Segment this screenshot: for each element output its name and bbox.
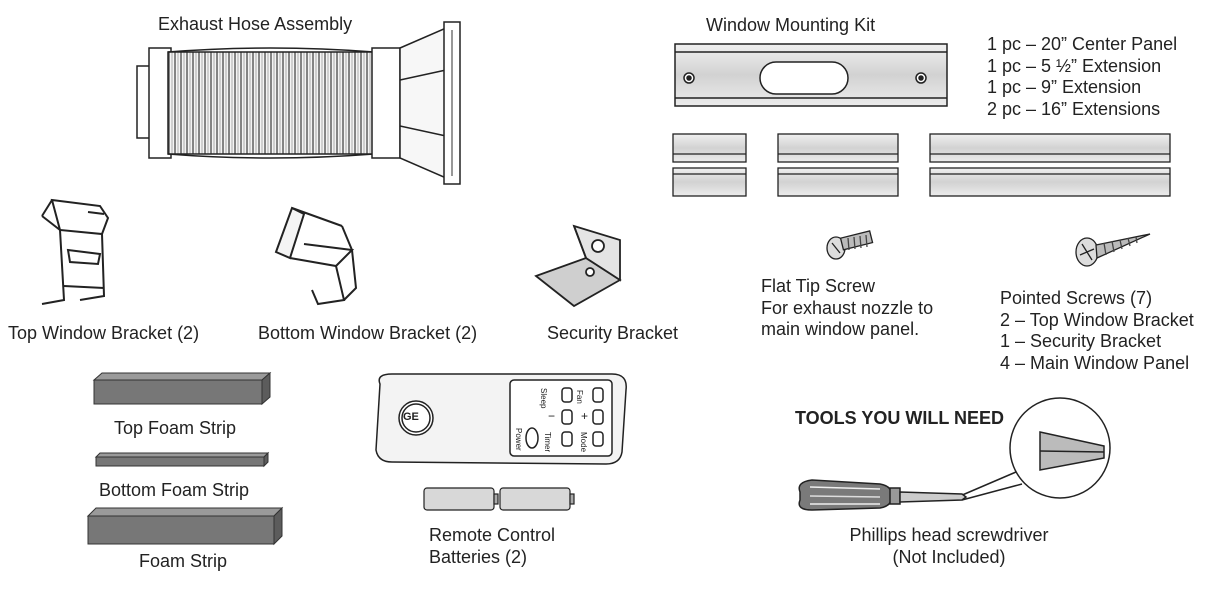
magnifier-drawing xyxy=(959,397,1111,501)
minus-button-label: − xyxy=(548,409,556,423)
kit-contents-list: 1 pc – 20” Center Panel 1 pc – 5 ½” Exte… xyxy=(987,34,1177,120)
bottom-bracket-drawing xyxy=(274,206,358,306)
window-kit-label: Window Mounting Kit xyxy=(706,15,876,35)
bottom-foam-strip-drawing xyxy=(94,451,270,468)
kit-content-item: 1 pc – 20” Center Panel xyxy=(987,34,1178,54)
pointed-screws-caption: Pointed Screws (7) 2 – Top Window Bracke… xyxy=(1000,288,1194,374)
foam-strip-label: Foam Strip xyxy=(139,551,228,571)
flat-tip-screw-drawing xyxy=(826,230,874,260)
pointed-screws-line: 4 – Main Window Panel xyxy=(1000,352,1190,373)
fan-button-label: Fan xyxy=(575,390,584,404)
top-bracket-drawing xyxy=(41,198,110,305)
pointed-screws-line: 1 – Security Bracket xyxy=(1000,331,1162,351)
screwdriver-drawing xyxy=(798,479,968,511)
mode-button-label: Mode xyxy=(579,432,588,453)
flat-screw-desc-line: main window panel. xyxy=(761,319,920,339)
flat-screw-title: Flat Tip Screw xyxy=(761,276,876,296)
exhaust-hose-label: Exhaust Hose Assembly xyxy=(158,14,353,34)
remote-control-drawing xyxy=(375,373,627,465)
screwdriver-note: (Not Included) xyxy=(892,546,1006,567)
sleep-button-label: Sleep xyxy=(539,388,548,409)
security-bracket-label: Security Bracket xyxy=(547,323,679,343)
center-panel-drawing xyxy=(674,43,948,107)
top-foam-label: Top Foam Strip xyxy=(114,418,237,438)
kit-content-item: 2 pc – 16” Extensions xyxy=(987,98,1161,119)
top-foam-strip-drawing xyxy=(92,371,272,406)
pointed-screw-drawing xyxy=(1075,233,1151,267)
batteries-drawing xyxy=(423,487,575,511)
bottom-foam-label: Bottom Foam Strip xyxy=(99,480,250,500)
flat-screw-caption: Flat Tip Screw For exhaust nozzle to mai… xyxy=(761,276,933,341)
tools-heading: TOOLS YOU WILL NEED xyxy=(795,408,1005,428)
flat-screw-desc-line: For exhaust nozzle to xyxy=(761,297,934,318)
batteries-label: Batteries (2) xyxy=(429,546,528,567)
timer-button-label: Timer xyxy=(543,432,552,453)
pointed-screws-line: 2 – Top Window Bracket xyxy=(1000,309,1194,330)
extension-pieces-drawing xyxy=(672,133,1171,197)
exhaust-hose-drawing xyxy=(136,21,461,185)
bottom-bracket-label: Bottom Window Bracket (2) xyxy=(258,323,478,343)
remote-title: Remote Control xyxy=(429,525,556,545)
kit-content-item: 1 pc – 5 ½” Extension xyxy=(987,55,1162,76)
screwdriver-caption: Phillips head screwdriver (Not Included) xyxy=(843,525,1055,568)
remote-caption: Remote Control Batteries (2) xyxy=(429,525,555,568)
pointed-screws-title: Pointed Screws (7) xyxy=(1000,288,1153,308)
power-button-label: Power xyxy=(514,428,523,451)
plus-button-label: + xyxy=(581,409,589,423)
security-bracket-drawing xyxy=(534,224,622,308)
top-bracket-label: Top Window Bracket (2) xyxy=(8,323,200,343)
screwdriver-label: Phillips head screwdriver xyxy=(849,525,1049,545)
foam-strip-drawing xyxy=(86,506,284,546)
ge-logo: GE xyxy=(403,411,419,423)
kit-content-item: 1 pc – 9” Extension xyxy=(987,77,1142,97)
